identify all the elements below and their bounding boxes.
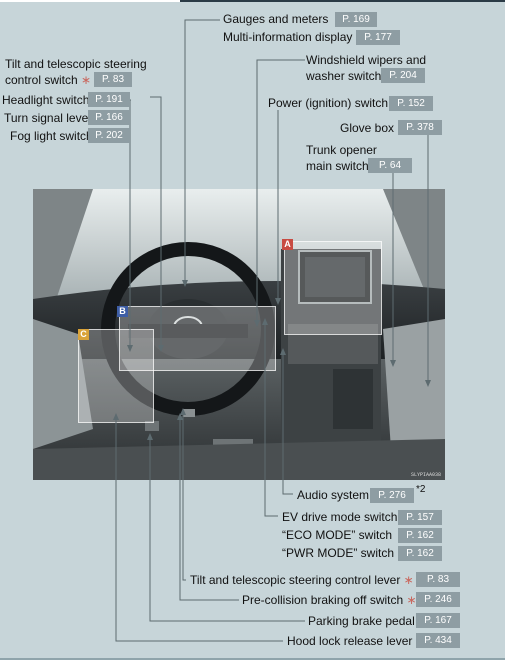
tilt-lever-label-text: Tilt and telescopic steering control lev… xyxy=(190,573,401,587)
wipers-page-badge[interactable]: P. 204 xyxy=(381,68,425,83)
headlight-label: Headlight switch xyxy=(2,93,90,107)
dashboard-illustration xyxy=(33,189,445,480)
multi-info-page-badge[interactable]: P. 177 xyxy=(356,30,400,45)
pwr-mode-label: “PWR MODE” switch xyxy=(282,546,394,560)
region-b-tag: B xyxy=(117,306,128,317)
dashboard-photo: A B C SLYPIAA038 xyxy=(33,189,445,480)
tilt-lever-label: Tilt and telescopic steering control lev… xyxy=(190,573,414,588)
header-rule xyxy=(180,0,505,2)
footer-rule xyxy=(0,658,505,660)
headlight-page-badge[interactable]: P. 191 xyxy=(88,92,130,107)
tilt-switch-page-badge[interactable]: P. 83 xyxy=(94,72,132,87)
asterisk-mark: ∗ xyxy=(403,573,414,587)
tilt-switch-label-line1: Tilt and telescopic steering xyxy=(5,57,147,71)
eco-mode-label: “ECO MODE” switch xyxy=(282,528,393,542)
trunk-opener-label-line2: main switch xyxy=(306,159,369,173)
precollision-label: Pre-collision braking off switch ∗ xyxy=(242,593,417,608)
gauges-label: Gauges and meters xyxy=(223,12,329,26)
tilt-switch-label-text: control switch xyxy=(5,73,78,87)
hood-lock-page-badge[interactable]: P. 434 xyxy=(416,633,460,648)
wipers-label-line2: washer switch xyxy=(306,69,382,83)
audio-label: Audio system xyxy=(297,488,370,502)
parking-brake-label: Parking brake pedal xyxy=(308,614,415,628)
eco-mode-page-badge[interactable]: P. 162 xyxy=(398,528,442,543)
highlight-region-b xyxy=(119,306,276,371)
photo-code: SLYPIAA038 xyxy=(410,472,441,478)
pwr-mode-page-badge[interactable]: P. 162 xyxy=(398,546,442,561)
asterisk-mark: ∗ xyxy=(81,73,92,87)
gauges-page-badge[interactable]: P. 169 xyxy=(335,12,377,27)
region-a-tag: A xyxy=(282,239,293,250)
power-switch-page-badge[interactable]: P. 152 xyxy=(389,96,433,111)
hood-lock-label: Hood lock release lever xyxy=(287,634,413,648)
wipers-label-line1: Windshield wipers and xyxy=(306,53,427,67)
parking-brake-page-badge[interactable]: P. 167 xyxy=(416,613,460,628)
fog-light-page-badge[interactable]: P. 202 xyxy=(88,128,130,143)
trunk-opener-label-line1: Trunk opener xyxy=(306,143,377,157)
multi-info-label: Multi-information display xyxy=(223,30,353,44)
glove-box-page-badge[interactable]: P. 378 xyxy=(398,120,442,135)
turn-signal-label: Turn signal lever xyxy=(4,111,93,125)
precollision-label-text: Pre-collision braking off switch xyxy=(242,593,404,607)
highlight-region-c xyxy=(78,329,154,423)
highlight-region-a xyxy=(284,241,382,335)
tilt-lever-page-badge[interactable]: P. 83 xyxy=(416,572,460,587)
trunk-opener-page-badge[interactable]: P. 64 xyxy=(368,158,412,173)
region-c-tag: C xyxy=(78,329,89,340)
turn-signal-page-badge[interactable]: P. 166 xyxy=(88,110,130,125)
precollision-page-badge[interactable]: P. 246 xyxy=(416,592,460,607)
audio-page-badge[interactable]: P. 276 xyxy=(370,488,414,503)
power-switch-label: Power (ignition) switch xyxy=(268,96,389,110)
audio-footnote-mark: *2 xyxy=(416,484,426,495)
ev-drive-label: EV drive mode switch xyxy=(282,510,398,524)
asterisk-mark: ∗ xyxy=(406,593,417,607)
glove-box-label: Glove box xyxy=(340,121,395,135)
ev-drive-page-badge[interactable]: P. 157 xyxy=(398,510,442,525)
tilt-switch-label-line2: control switch ∗ xyxy=(5,73,91,88)
fog-light-label: Fog light switch xyxy=(10,129,93,143)
